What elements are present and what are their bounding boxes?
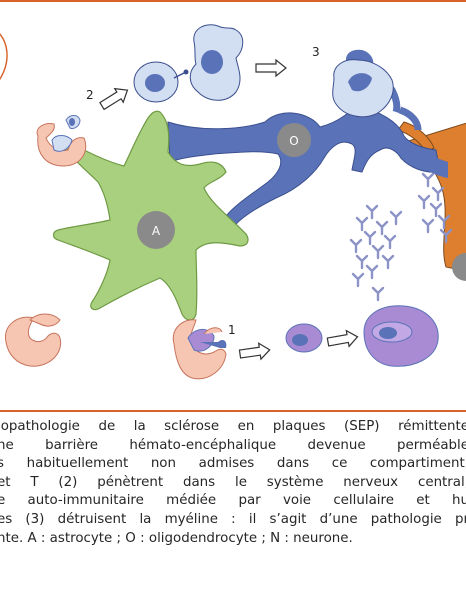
arrow-step2-in: [97, 82, 133, 114]
astrocyte-nucleus: [137, 211, 175, 249]
caption-line: e auto-immunitaire médiée par voie cellu…: [0, 493, 466, 509]
neuron-nucleus: [452, 253, 466, 281]
arrow-step2-out: [255, 59, 287, 77]
caption-line: s habituellement non admises dans ce com…: [0, 456, 466, 472]
arrow-step1-mid: [326, 328, 360, 351]
arrow-step1-out: [238, 341, 272, 363]
top-border-rule: [0, 0, 466, 2]
caption-line: iopathologie de la sclérose en plaques (…: [0, 419, 466, 434]
t-cell-activated: [189, 24, 244, 101]
caption-line: et T (2) pénètrent dans le système nerve…: [0, 474, 466, 490]
step-3-label: 3: [312, 45, 320, 59]
barrier-cell-bottom-center: [172, 319, 227, 380]
oligodendrocyte-nucleus: [277, 123, 311, 157]
edge-barrier-cell: [0, 33, 8, 81]
barrier-cell-bottom-left: [4, 313, 62, 367]
caption-line: es (3) détruisent la myéline : il s’agit…: [0, 511, 466, 527]
t-cell-cytotoxic: [332, 59, 394, 118]
antibodies: [349, 172, 453, 302]
b-cell-small: [285, 323, 323, 353]
step-1-label: 1: [228, 323, 236, 337]
step-2-label: 2: [86, 88, 94, 102]
caption-line: nte. A : astrocyte ; O : oligodendrocyte…: [0, 530, 353, 546]
figure-caption: iopathologie de la sclérose en plaques (…: [0, 418, 466, 548]
astrocyte-label: A: [152, 224, 161, 238]
plasma-cell: [363, 305, 439, 367]
bottom-border-rule: [0, 410, 466, 412]
ms-pathophysiology-diagram: A O: [0, 2, 466, 410]
barrier-cell-top: [36, 115, 87, 167]
caption-line: ne barrière hémato-encéphalique devenue …: [0, 437, 466, 453]
oligodendrocyte-label: O: [289, 134, 298, 148]
t-cell-small: [133, 61, 189, 103]
